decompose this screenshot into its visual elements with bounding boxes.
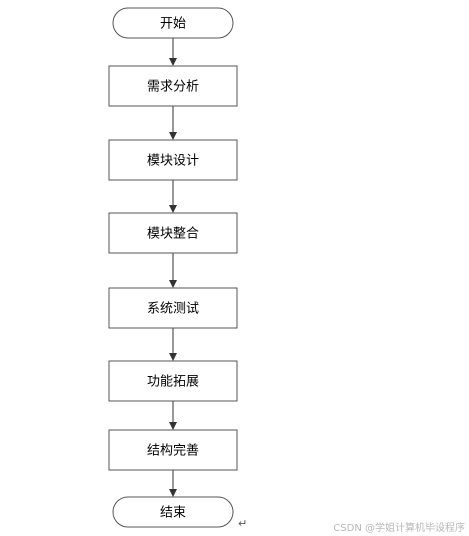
flow-node-test: 系统测试 bbox=[108, 287, 238, 329]
process-box bbox=[108, 360, 238, 402]
flow-node-design: 模块设计 bbox=[108, 139, 238, 181]
process-box bbox=[108, 212, 238, 254]
flow-node-req: 需求分析 bbox=[108, 65, 238, 107]
watermark: CSDN @学姐计算机毕设程序 bbox=[333, 523, 465, 534]
process-box bbox=[108, 139, 238, 181]
process-box bbox=[108, 287, 238, 329]
node-label: 需求分析 bbox=[147, 80, 199, 95]
flow-node-start: 开始 bbox=[112, 7, 234, 39]
node-label: 开始 bbox=[160, 17, 186, 32]
flow-node-extend: 功能拓展 bbox=[108, 360, 238, 402]
node-label: 结束 bbox=[160, 506, 186, 521]
paragraph-mark: ↵ bbox=[238, 517, 248, 530]
node-label: 功能拓展 bbox=[147, 375, 199, 390]
process-box bbox=[108, 65, 238, 107]
node-label: 系统测试 bbox=[147, 302, 199, 317]
process-box bbox=[108, 429, 238, 471]
flow-node-refine: 结构完善 bbox=[108, 429, 238, 471]
node-label: 模块设计 bbox=[147, 154, 199, 169]
flow-node-end: 结束 bbox=[112, 496, 234, 528]
flow-node-integrate: 模块整合 bbox=[108, 212, 238, 254]
terminal-shape bbox=[112, 496, 234, 528]
terminal-shape bbox=[112, 7, 234, 39]
node-label: 结构完善 bbox=[147, 443, 199, 459]
node-label: 模块整合 bbox=[147, 227, 199, 242]
